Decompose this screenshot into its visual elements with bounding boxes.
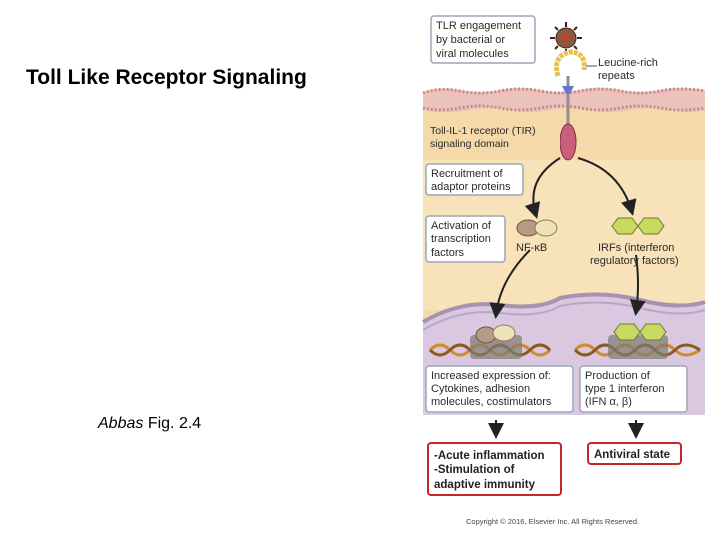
inflammation-line-2: -Stimulation of	[434, 464, 515, 476]
irf-cytoplasmic	[611, 217, 665, 235]
activation-line-1: Activation of	[431, 220, 492, 232]
slide-title: Toll Like Receptor Signaling	[26, 66, 307, 89]
antiviral-label: Antiviral state	[594, 449, 670, 461]
irfs-line-2: regulatory factors)	[590, 255, 679, 267]
nfkb-cytoplasmic	[516, 219, 558, 237]
leucine-rich-line-2: repeats	[598, 70, 635, 82]
tir-line-1: Toll-IL-1 receptor (TIR)	[430, 125, 536, 137]
tlr-leucine-rich-ectodomain	[554, 49, 587, 94]
nfkb-label: NF-κB	[516, 242, 547, 254]
ifn-line-3: (IFN α, β)	[585, 396, 632, 408]
tir-line-2: signaling domain	[430, 138, 509, 150]
label-production-ifn: Production of type 1 interferon (IFN α, …	[579, 365, 688, 413]
plasma-membrane	[422, 87, 706, 112]
ifn-line-1: Production of	[585, 370, 651, 382]
tlr-engagement-line-3: viral molecules	[436, 48, 509, 60]
label-irfs: IRFs (interferon regulatory factors)	[590, 242, 679, 267]
label-increased-expression: Increased expression of: Cytokines, adhe…	[425, 365, 574, 413]
caption-reference: Fig. 2.4	[143, 415, 202, 432]
nfkb-bound-to-dna	[470, 324, 522, 359]
tlr-engagement-line-2: by bacterial or	[436, 34, 505, 46]
ifn-line-2: type 1 interferon	[585, 383, 665, 395]
irf-bound-to-dna	[608, 323, 668, 359]
expression-line-1: Increased expression of:	[431, 370, 551, 382]
label-tlr-engagement: TLR engagement by bacterial or viral mol…	[430, 15, 536, 64]
expression-line-3: molecules, costimulators	[431, 396, 552, 408]
copyright-text: Copyright © 2016, Elsevier Inc. All Righ…	[466, 517, 639, 526]
inflammation-line-1: -Acute inflammation	[434, 450, 545, 462]
recruitment-line-2: adaptor proteins	[431, 181, 511, 193]
label-leucine-rich: Leucine-rich repeats	[586, 57, 658, 82]
label-recruitment: Recruitment of adaptor proteins	[425, 163, 524, 196]
irfs-line-1: IRFs (interferon	[598, 242, 674, 254]
leucine-rich-line-1: Leucine-rich	[598, 57, 658, 69]
activation-line-2: transcription	[431, 233, 491, 245]
recruitment-line-1: Recruitment of	[431, 168, 503, 180]
outcome-inflammation: -Acute inflammation -Stimulation of adap…	[427, 442, 562, 496]
inflammation-line-3: adaptive immunity	[434, 479, 536, 491]
tlr-transmembrane-and-tir	[559, 94, 577, 161]
activation-line-3: factors	[431, 247, 465, 259]
label-tir-domain: Toll-IL-1 receptor (TIR) signaling domai…	[426, 122, 560, 152]
tlr-engagement-line-1: TLR engagement	[436, 20, 521, 32]
microbe-ligand-icon	[550, 22, 582, 54]
caption-author: Abbas	[98, 415, 144, 432]
expression-line-2: Cytokines, adhesion	[431, 383, 530, 395]
figure-caption: Abbas Fig. 2.4	[98, 415, 201, 433]
label-activation: Activation of transcription factors	[425, 215, 506, 263]
outcome-antiviral: Antiviral state	[587, 442, 682, 465]
signaling-arrows	[488, 157, 646, 439]
